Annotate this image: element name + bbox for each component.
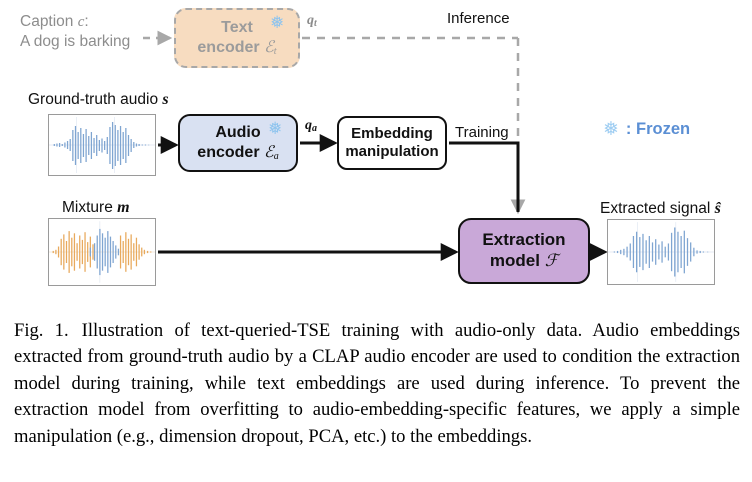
extraction-symbol: ℱ — [544, 251, 559, 270]
qt-subscript: t — [314, 17, 317, 29]
audio-encoder-line1: Audio — [215, 124, 261, 142]
mixture-waveform — [48, 218, 156, 286]
extraction-line1: Extraction — [482, 230, 566, 250]
text-encoder-line1: Text — [221, 19, 253, 37]
figure-number: Fig. 1. — [14, 320, 69, 341]
extracted-signal-label: Extracted signal ŝ — [600, 199, 721, 219]
caption-colon: : — [84, 13, 89, 30]
embedding-line2: manipulation — [345, 143, 439, 160]
extraction-line2: model ℱ — [490, 251, 558, 272]
embedding-manipulation-box[interactable]: Embedding manipulation — [337, 116, 447, 170]
qt-label: qt — [307, 12, 317, 30]
figure-diagram: Caption c: A dog is barking Text encoder… — [20, 8, 721, 286]
ground-truth-audio-label: Ground-truth audio s — [28, 90, 169, 110]
caption-input-line1: Caption c: — [20, 12, 130, 32]
text-encoder-symbol: ℰ — [264, 38, 274, 56]
qa-subscript: a — [312, 122, 317, 134]
caption-input-label: Caption — [20, 13, 74, 30]
audio-encoder-symbol: ℰ — [264, 143, 274, 161]
qa-label: qa — [305, 117, 317, 135]
extracted-signal-waveform — [607, 219, 715, 285]
ground-truth-audio-text: Ground-truth audio — [28, 91, 159, 108]
ground-truth-waveform — [48, 114, 156, 176]
caption-input-line2: A dog is barking — [20, 32, 131, 50]
text-encoder-line2: encoder ℰt — [197, 38, 276, 58]
text-encoder-symbol-sub: t — [273, 45, 277, 57]
figure-caption-text: Illustration of text-queried-TSE trainin… — [14, 320, 741, 447]
mixture-text: Mixture — [62, 199, 113, 216]
audio-encoder-word: encoder — [197, 143, 260, 161]
embedding-line1: Embedding — [351, 124, 433, 142]
diagram-connectors — [143, 30, 608, 261]
ground-truth-audio-symbol: s — [162, 91, 169, 108]
frozen-legend: ❅ : Frozen — [603, 120, 690, 139]
audio-encoder-symbol-sub: a — [273, 150, 279, 162]
frozen-legend-label: : Frozen — [625, 120, 691, 138]
text-encoder-word: encoder — [197, 38, 260, 56]
mixture-label: Mixture m — [62, 198, 130, 218]
inference-path-label: Inference — [447, 10, 510, 27]
snowflake-icon: ❅ — [603, 119, 619, 140]
extracted-signal-symbol: ŝ — [714, 200, 721, 217]
training-path-label: Training — [455, 124, 509, 141]
qt-letter: q — [307, 13, 314, 28]
audio-encoder-box[interactable]: Audio encoder ℰa — [178, 114, 298, 172]
caption-input-text: Caption c: A dog is barking — [20, 12, 130, 51]
qa-letter: q — [305, 118, 312, 133]
figure-caption: Fig. 1.Illustration of text-queried-TSE … — [14, 318, 740, 450]
extraction-model-box[interactable]: Extraction model ℱ — [458, 218, 590, 284]
mixture-symbol: m — [117, 199, 130, 216]
extraction-word: model — [489, 251, 540, 270]
extracted-signal-text: Extracted signal — [600, 200, 711, 217]
caption-symbol-c: c — [77, 14, 85, 30]
audio-encoder-line2: encoder ℰa — [197, 143, 278, 163]
text-encoder-box[interactable]: Text encoder ℰt — [174, 8, 300, 68]
